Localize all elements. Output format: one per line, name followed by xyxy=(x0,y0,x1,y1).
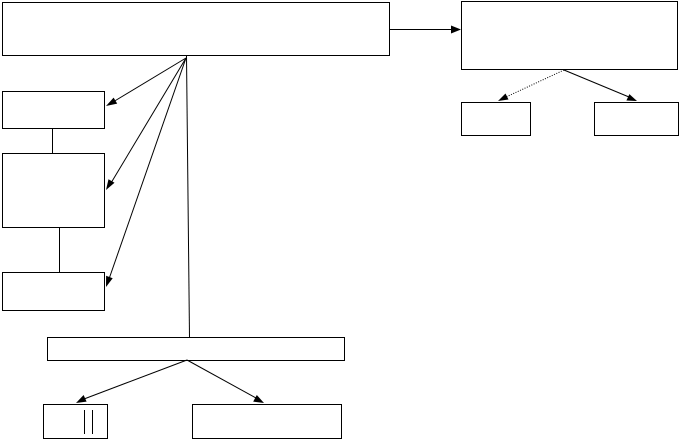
arrow-root-to-left-top-line xyxy=(112,57,187,103)
bottom-bar-box xyxy=(47,337,345,361)
arrowhead-left-bottom xyxy=(106,275,113,287)
arrowhead-bottom-child-right xyxy=(253,395,264,403)
arrow-right-parent-to-child-left-line xyxy=(505,69,565,98)
connector-root-to-bottom-bar xyxy=(186,55,190,338)
bottom-child-right-box xyxy=(192,404,342,439)
arrowhead-left-middle xyxy=(106,179,115,190)
right-child-left-box xyxy=(461,102,531,136)
arrow-bottom-bar-to-child-left-line xyxy=(83,359,188,400)
right-child-right-box xyxy=(594,102,679,136)
arrow-bottom-bar-to-child-right-line xyxy=(186,359,257,399)
arrowhead-right-parent xyxy=(451,25,461,34)
arrowhead-right-child-right xyxy=(626,94,637,101)
left-middle-box xyxy=(2,153,105,228)
left-top-box xyxy=(2,91,105,129)
root-box xyxy=(2,2,390,56)
arrow-root-to-left-bottom-line xyxy=(108,57,187,280)
bottom-child-left-box xyxy=(43,404,108,439)
right-parent-box xyxy=(461,1,678,70)
arrowhead-bottom-child-left xyxy=(76,395,87,403)
left-bottom-box xyxy=(2,272,105,311)
arrow-right-parent-to-child-right-line xyxy=(563,69,630,98)
arrowhead-right-child-left xyxy=(498,93,509,101)
arrowhead-left-top xyxy=(106,97,118,106)
arrow-root-to-left-middle-line xyxy=(110,57,187,184)
